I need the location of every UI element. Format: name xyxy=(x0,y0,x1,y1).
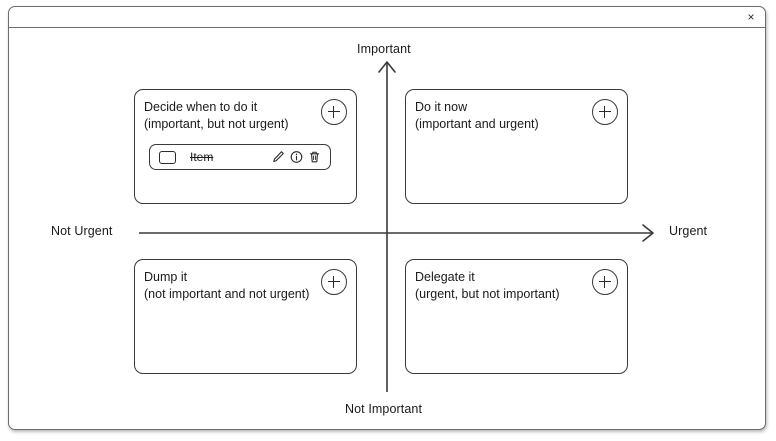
quadrant-card-dump[interactable]: Dump it (not important and not urgent) xyxy=(134,259,357,374)
list-item-actions xyxy=(270,148,323,166)
quadrant-title-dump: Dump it (not important and not urgent) xyxy=(144,269,309,303)
info-circle-icon[interactable] xyxy=(288,148,305,166)
close-icon[interactable]: × xyxy=(747,10,755,24)
window-titlebar: × xyxy=(9,7,765,28)
plus-circle-icon[interactable] xyxy=(321,99,347,125)
quadrant-subtitle-text: (not important and not urgent) xyxy=(144,287,310,301)
checkbox-unchecked-icon[interactable] xyxy=(159,150,176,164)
eisenhower-matrix-canvas: Important Not Important Not Urgent Urgen… xyxy=(9,28,765,429)
quadrant-subtitle-text: (urgent, but not important) xyxy=(415,287,560,301)
axis-label-not-important: Not Important xyxy=(345,402,423,416)
quadrant-title-text: Delegate it xyxy=(415,270,475,284)
quadrant-card-decide[interactable]: Decide when to do it (important, but not… xyxy=(134,89,357,204)
trash-icon[interactable] xyxy=(306,148,323,166)
axis-label-urgent: Urgent xyxy=(669,224,708,238)
quadrant-title-decide: Decide when to do it (important, but not… xyxy=(144,99,289,133)
app-window: × Important Not Important Not Urgent Urg… xyxy=(8,6,766,430)
pencil-icon[interactable] xyxy=(270,148,287,166)
list-item-label: Item xyxy=(190,150,214,164)
list-item[interactable]: Item xyxy=(149,144,331,170)
quadrant-card-delegate[interactable]: Delegate it (urgent, but not important) xyxy=(405,259,628,374)
axis-label-not-urgent: Not Urgent xyxy=(51,224,113,238)
quadrant-title-text: Do it now xyxy=(415,100,468,114)
quadrant-subtitle-text: (important, but not urgent) xyxy=(144,117,289,131)
plus-circle-icon[interactable] xyxy=(592,269,618,295)
quadrant-title-do: Do it now (important and urgent) xyxy=(415,99,539,133)
quadrant-subtitle-text: (important and urgent) xyxy=(415,117,539,131)
axes-group xyxy=(139,61,654,392)
quadrant-card-do[interactable]: Do it now (important and urgent) xyxy=(405,89,628,204)
quadrant-title-text: Decide when to do it xyxy=(144,100,258,114)
quadrant-title-delegate: Delegate it (urgent, but not important) xyxy=(415,269,560,303)
axis-label-important: Important xyxy=(357,42,411,56)
plus-circle-icon[interactable] xyxy=(592,99,618,125)
quadrant-title-text: Dump it xyxy=(144,270,188,284)
plus-circle-icon[interactable] xyxy=(321,269,347,295)
